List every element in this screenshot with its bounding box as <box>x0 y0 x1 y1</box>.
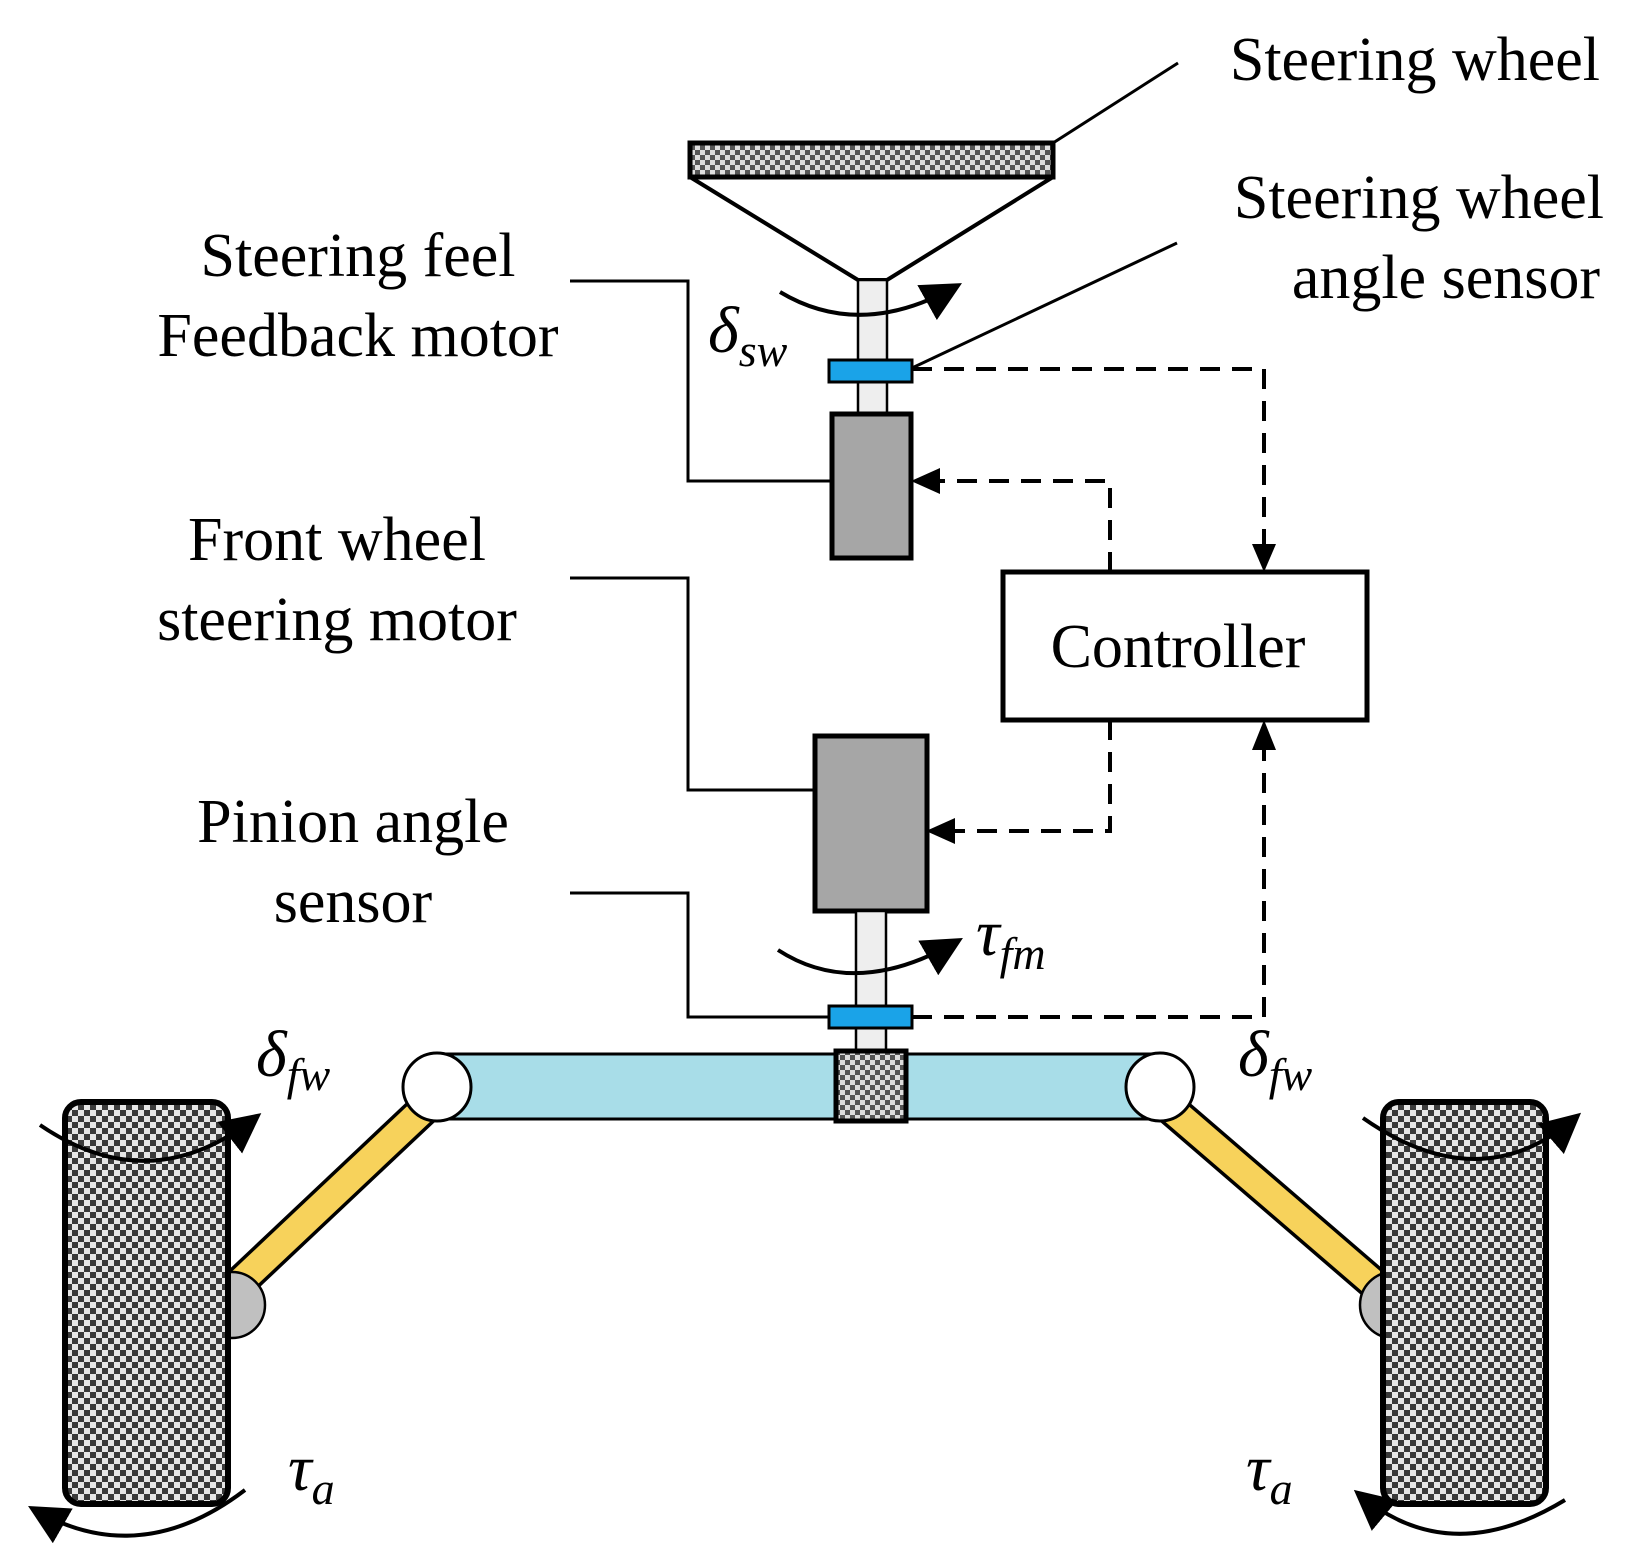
left-tau-a-symbol: τa <box>288 1432 335 1514</box>
feedback-motor-label-1: Steering feel <box>200 222 515 290</box>
delta-sw-rotation-arrow <box>778 283 962 321</box>
right-tau-a-symbol: τa <box>1246 1432 1293 1514</box>
steering-rack <box>433 1052 1162 1121</box>
pinion-angle-sensor <box>827 1004 914 1030</box>
signal-lines <box>912 367 1266 1019</box>
front-wheel-steering-motor <box>812 733 930 914</box>
steering-wheel <box>687 140 1056 282</box>
right-tie-rod-fill <box>1161 1097 1402 1311</box>
left-tau-a-arrow <box>28 1488 247 1544</box>
controller-box <box>1000 569 1370 723</box>
sw-angle-sensor-label-1: Steering wheel <box>1234 164 1604 232</box>
controller-label: Controller <box>1051 613 1306 681</box>
signal-arrowheads <box>911 468 1276 844</box>
sw-angle-sensor-label-2: angle sensor <box>1292 244 1601 312</box>
pinion-sensor-label-1: Pinion angle <box>197 788 509 856</box>
upper-steering-column <box>856 278 889 416</box>
right-wheel <box>1380 1099 1549 1507</box>
feedback-motor-label-2: Feedback motor <box>157 302 559 370</box>
steering-wheel-angle-sensor <box>827 358 914 384</box>
left-delta-fw-arrow <box>38 1113 262 1163</box>
left-ball-joint <box>401 1051 473 1123</box>
steering-wheel-leader <box>1052 61 1179 145</box>
pinion-sensor-label-2: sensor <box>274 868 433 936</box>
feedback-motor <box>829 411 914 561</box>
front-motor-label-1: Front wheel <box>188 506 486 574</box>
delta-sw-symbol: δsw <box>708 294 788 376</box>
front-motor-leader <box>570 576 815 792</box>
sw-angle-sensor-leader <box>911 241 1178 370</box>
feedback-motor-leader <box>570 279 832 483</box>
right-tau-a-arrow <box>1353 1489 1567 1536</box>
left-tie-rod-fill <box>222 1098 435 1300</box>
pinion-gear <box>833 1048 909 1124</box>
tau-fm-symbol: τfm <box>976 897 1046 979</box>
lower-steering-column <box>854 909 888 1055</box>
front-motor-label-2: steering motor <box>157 586 517 654</box>
pinion-sensor-leader <box>570 891 829 1019</box>
left-delta-fw-symbol: δfw <box>256 1018 330 1100</box>
left-wheel <box>62 1099 231 1507</box>
right-ball-joint <box>1124 1051 1196 1123</box>
right-delta-fw-symbol: δfw <box>1238 1018 1312 1100</box>
steering-wheel-label: Steering wheel <box>1230 26 1600 94</box>
tau-fm-rotation-arrow <box>776 938 963 976</box>
right-delta-fw-arrow <box>1361 1112 1582 1161</box>
